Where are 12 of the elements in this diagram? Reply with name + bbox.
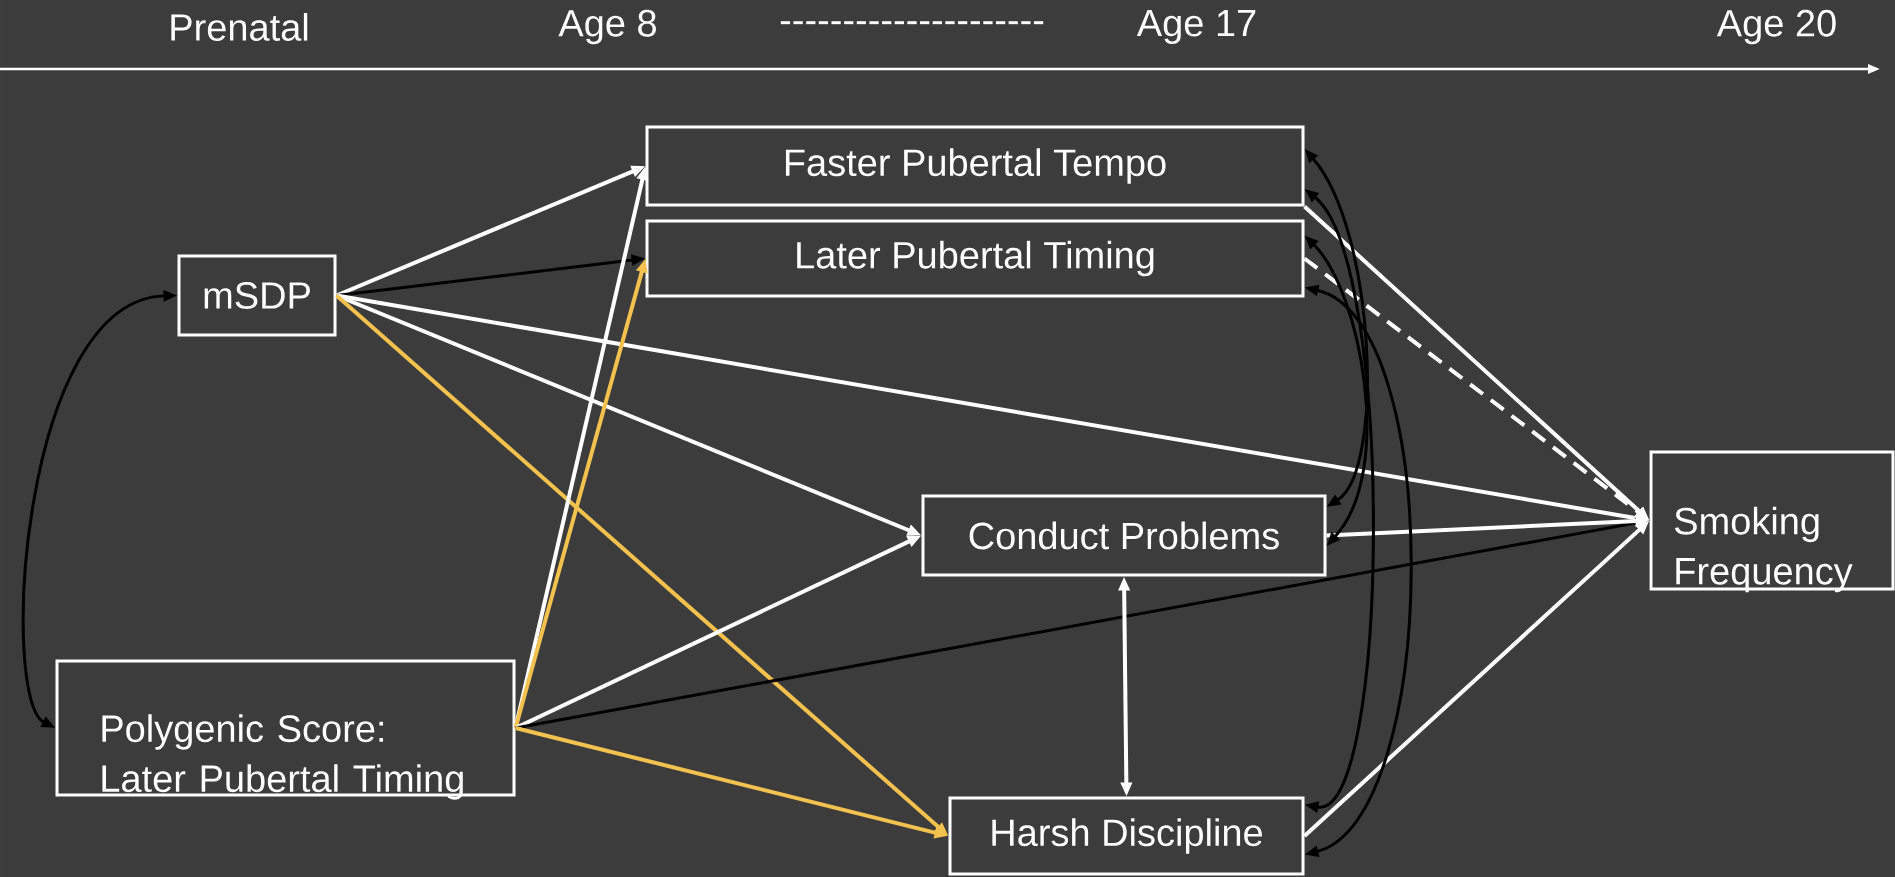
timeline-label: Age 20 [1716, 9, 1836, 45]
variable-box: Polygenic Score: Later Pubertal Timing [55, 659, 516, 800]
timeline-label: Age 8 [558, 9, 656, 45]
timeline-label: Age 17 [1136, 10, 1256, 44]
variable-box: Faster Pubertal Tempo [645, 125, 1305, 207]
timeline-label: --------------------- [780, 21, 1044, 25]
variable-box: Later Pubertal Timing [645, 219, 1305, 298]
variable-box: mSDP [177, 254, 337, 337]
variable-box: Conduct Problems [921, 494, 1327, 577]
variable-box: Smoking Frequency [1649, 450, 1895, 593]
timeline-label: Prenatal [171, 13, 308, 41]
variable-box: Harsh Discipline [948, 796, 1305, 876]
